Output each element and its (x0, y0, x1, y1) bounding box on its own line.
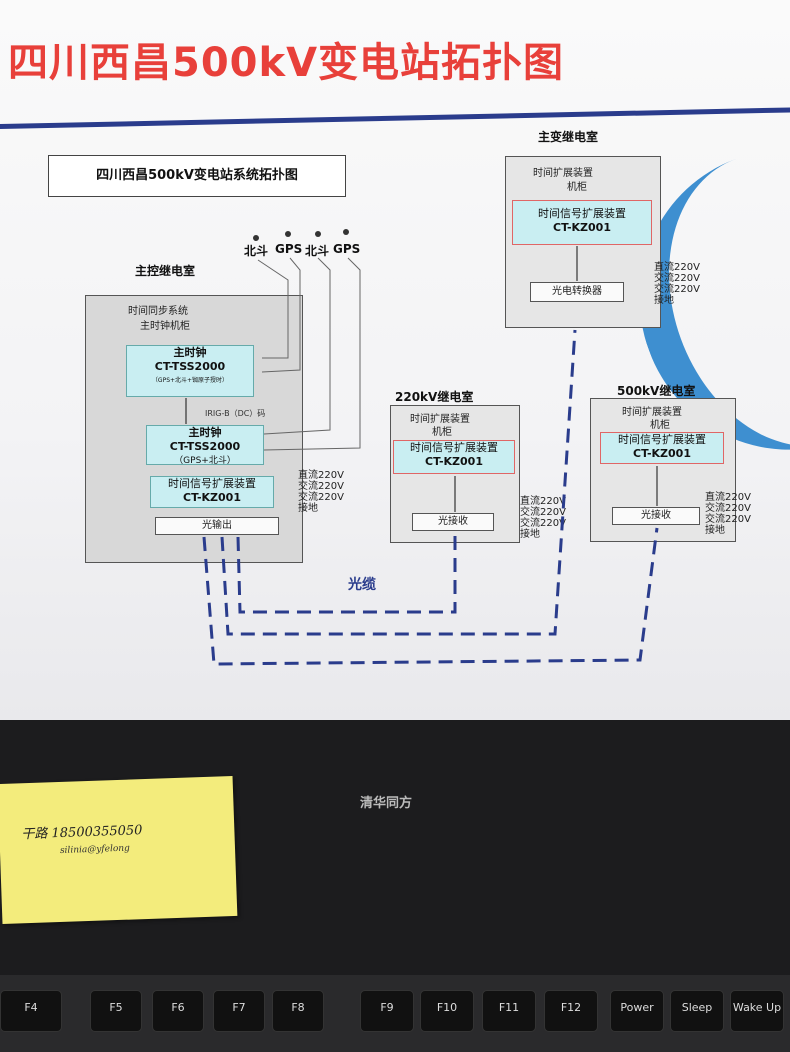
room-500-cab1: 时间扩展装置 (622, 407, 682, 418)
antenna-beidou-2: 北斗 (305, 244, 330, 258)
room-220-ext-device: 时间信号扩展装置 CT-KZ001 (393, 440, 515, 474)
room-220-power-list: 直流220V 交流220V 交流220V 接地 (520, 496, 566, 540)
room-mt-power-list: 直流220V 交流220V 交流220V 接地 (654, 262, 700, 306)
key-sleep[interactable]: Sleep (670, 990, 724, 1032)
cable-label: 光缆 (348, 577, 376, 593)
key-power[interactable]: Power (610, 990, 664, 1032)
key-f8[interactable]: F8 (272, 990, 324, 1032)
room-220-cab2: 机柜 (432, 427, 452, 438)
master-clock-2: 主时钟 CT-TSS2000 （GPS+北斗） (146, 425, 264, 466)
antenna-gps-2: GPS (333, 242, 361, 256)
room-220-cab1: 时间扩展装置 (410, 414, 470, 425)
key-f7[interactable]: F7 (213, 990, 265, 1032)
key-f10[interactable]: F10 (420, 990, 474, 1032)
cabinet-title-1: 时间同步系统 (128, 306, 188, 317)
antenna-feed-lines (257, 257, 361, 451)
connection-lines (185, 229, 659, 666)
cabinet-title-2: 主时钟机柜 (140, 321, 190, 332)
main-ext-device: 时间信号扩展装置 CT-KZ001 (150, 476, 274, 508)
irig-label: IRIG-B（DC）码 (205, 409, 266, 418)
fiber-cables (202, 329, 659, 666)
monitor-screen: 四川西昌500kV变电站拓扑图 四川西昌500kV变电站系统拓扑图 北斗 GPS… (0, 0, 790, 720)
room-mt-label: 主变继电室 (538, 130, 599, 144)
room-mt-ext-device: 时间信号扩展装置 CT-KZ001 (512, 200, 652, 245)
room-220-receiver: 光接收 (412, 513, 494, 531)
note-line-2: silinia@yfelong (59, 843, 131, 857)
key-f11[interactable]: F11 (482, 990, 536, 1032)
main-room-label: 主控继电室 (135, 264, 196, 278)
room-mt-converter: 光电转换器 (530, 282, 624, 302)
monitor-brand: 清华同方 (360, 796, 413, 811)
room-500-label: 500kV继电室 (617, 384, 696, 398)
key-f5[interactable]: F5 (90, 990, 142, 1032)
room-500-cab2: 机柜 (650, 420, 670, 431)
main-power-list: 直流220V 交流220V 交流220V 接地 (298, 470, 344, 514)
room-mt-cab2: 机柜 (567, 182, 587, 193)
key-f12[interactable]: F12 (544, 990, 598, 1032)
internal-arrows (185, 246, 658, 512)
antenna-icons (253, 229, 349, 241)
room-mt-cab1: 时间扩展装置 (533, 168, 593, 179)
key-wake-up[interactable]: Wake Up (730, 990, 784, 1032)
diagram-title: 四川西昌500kV变电站系统拓扑图 (48, 155, 346, 197)
room-500-power-list: 直流220V 交流220V 交流220V 接地 (705, 492, 751, 536)
room-500-receiver: 光接收 (612, 507, 700, 525)
antenna-beidou-1: 北斗 (244, 244, 269, 258)
key-f9[interactable]: F9 (360, 990, 414, 1032)
room-220-label: 220kV继电室 (395, 390, 474, 404)
sticky-note: 干路 18500355050 silinia@yfelong (0, 775, 238, 925)
room-500-ext-device: 时间信号扩展装置 CT-KZ001 (600, 432, 724, 464)
key-f4[interactable]: F4 (0, 990, 62, 1032)
optical-output: 光输出 (155, 517, 279, 535)
note-line-1: 干路 18500355050 (21, 823, 143, 843)
antenna-gps-1: GPS (275, 242, 303, 256)
key-f6[interactable]: F6 (152, 990, 204, 1032)
master-clock-1: 主时钟 CT-TSS2000 （GPS+北斗+铷原子授时） (126, 345, 254, 397)
slide-title: 四川西昌500kV变电站拓扑图 (8, 40, 565, 86)
